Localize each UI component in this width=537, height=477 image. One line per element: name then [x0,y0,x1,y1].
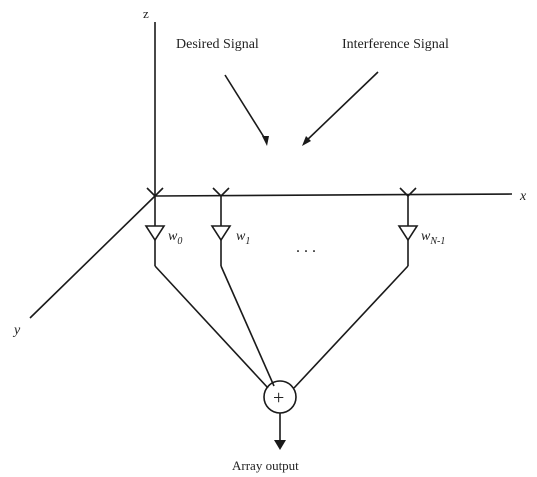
x-axis [154,193,513,197]
desired-signal-label: Desired Signal [176,37,259,52]
interference-signal-label: Interference Signal [342,37,449,52]
x-axis-label: x [519,189,527,204]
weight-wn-label: wN-1 [421,229,445,247]
weight-w1-label: w1 [236,229,250,247]
y-axis [29,195,156,319]
z-axis-label: z [143,6,149,21]
ellipsis: . . . [296,239,316,256]
interference-signal-arrowhead [302,136,311,146]
antenna-element-1 [210,187,275,387]
desired-signal-arrow [224,74,268,143]
antenna-element-0 [144,187,269,389]
antenna-element-n-minus-1 [293,187,419,389]
y-axis-label: y [12,323,21,338]
summer-plus: + [273,387,284,409]
desired-signal-arrowhead [262,136,269,146]
array-output-label: Array output [232,458,299,473]
interference-signal-arrow [304,71,379,143]
output-arrowhead [274,440,286,450]
weight-w0-label: w0 [168,229,182,247]
